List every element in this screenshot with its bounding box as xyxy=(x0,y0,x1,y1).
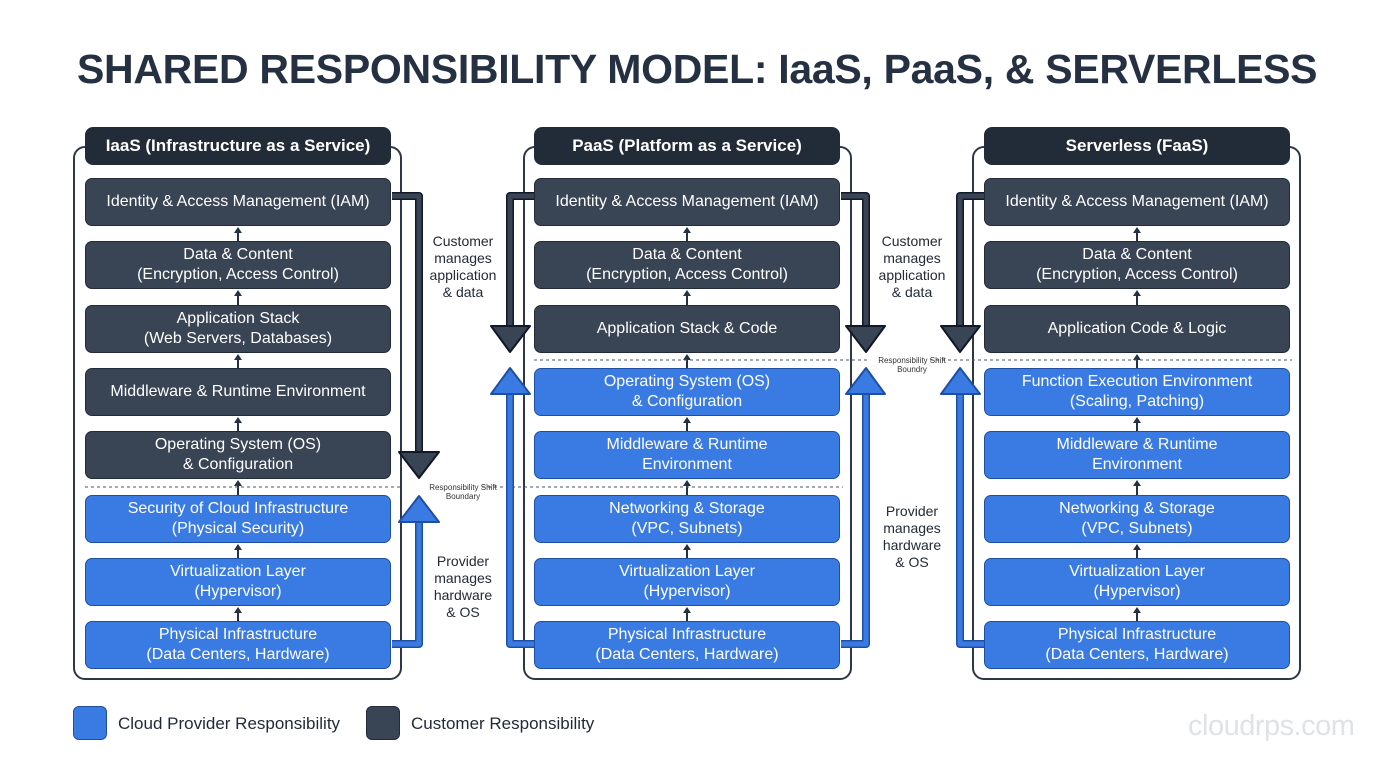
iaas-layer-4: Middleware & Runtime Environment xyxy=(85,368,391,416)
iaas-layer-2: Data & Content (Encryption, Access Contr… xyxy=(85,241,391,289)
iaas-layer-6: Security of Cloud Infrastructure (Physic… xyxy=(85,495,391,543)
paas-layer-8: Physical Infrastructure (Data Centers, H… xyxy=(534,621,840,669)
paas-boundary-label: Responsibility Shift Boundry xyxy=(878,356,946,374)
paas-customer-note: Customer manages application & data xyxy=(878,233,946,300)
paas-layer-3: Application Stack & Code xyxy=(534,305,840,353)
iaas-layer-8: Physical Infrastructure (Data Centers, H… xyxy=(85,621,391,669)
paas-layer-6: Networking & Storage (VPC, Subnets) xyxy=(534,495,840,543)
legend-provider-swatch xyxy=(73,706,107,740)
iaas-layer-1: Identity & Access Management (IAM) xyxy=(85,178,391,226)
serverless-layer-5: Middleware & Runtime Environment xyxy=(984,431,1290,479)
paas-layer-4: Operating System (OS) & Configuration xyxy=(534,368,840,416)
paas-provider-note: Provider manages hardware & OS xyxy=(882,503,942,570)
iaas-column-header: IaaS (Infrastructure as a Service) xyxy=(85,127,391,165)
iaas-layer-7: Virtualization Layer (Hypervisor) xyxy=(85,558,391,606)
serverless-layer-4: Function Execution Environment (Scaling,… xyxy=(984,368,1290,416)
paas-column-header: PaaS (Platform as a Service) xyxy=(534,127,840,165)
legend-provider-label: Cloud Provider Responsibility xyxy=(118,714,341,733)
iaas-layer-3: Application Stack (Web Servers, Database… xyxy=(85,305,391,353)
paas-layer-5: Middleware & Runtime Environment xyxy=(534,431,840,479)
serverless-layer-2: Data & Content (Encryption, Access Contr… xyxy=(984,241,1290,289)
paas-layer-1: Identity & Access Management (IAM) xyxy=(534,178,840,226)
paas-layer-2: Data & Content (Encryption, Access Contr… xyxy=(534,241,840,289)
iaas-provider-note: Provider manages hardware & OS xyxy=(433,553,493,620)
iaas-customer-note: Customer manages application & data xyxy=(429,233,497,300)
paas-layer-7: Virtualization Layer (Hypervisor) xyxy=(534,558,840,606)
serverless-layer-7: Virtualization Layer (Hypervisor) xyxy=(984,558,1290,606)
page-title: SHARED RESPONSIBILITY MODEL: IaaS, PaaS,… xyxy=(77,46,1318,92)
legend-customer-label: Customer Responsibility xyxy=(411,714,595,733)
iaas-boundary-label: Responsibility Shift Boundary xyxy=(429,483,497,501)
serverless-layer-6: Networking & Storage (VPC, Subnets) xyxy=(984,495,1290,543)
serverless-column-header: Serverless (FaaS) xyxy=(984,127,1290,165)
serverless-layer-1: Identity & Access Management (IAM) xyxy=(984,178,1290,226)
serverless-layer-8: Physical Infrastructure (Data Centers, H… xyxy=(984,621,1290,669)
legend-customer-swatch xyxy=(366,706,400,740)
watermark: cloudrps.com xyxy=(1188,710,1355,742)
serverless-layer-3: Application Code & Logic xyxy=(984,305,1290,353)
iaas-layer-5: Operating System (OS) & Configuration xyxy=(85,431,391,479)
